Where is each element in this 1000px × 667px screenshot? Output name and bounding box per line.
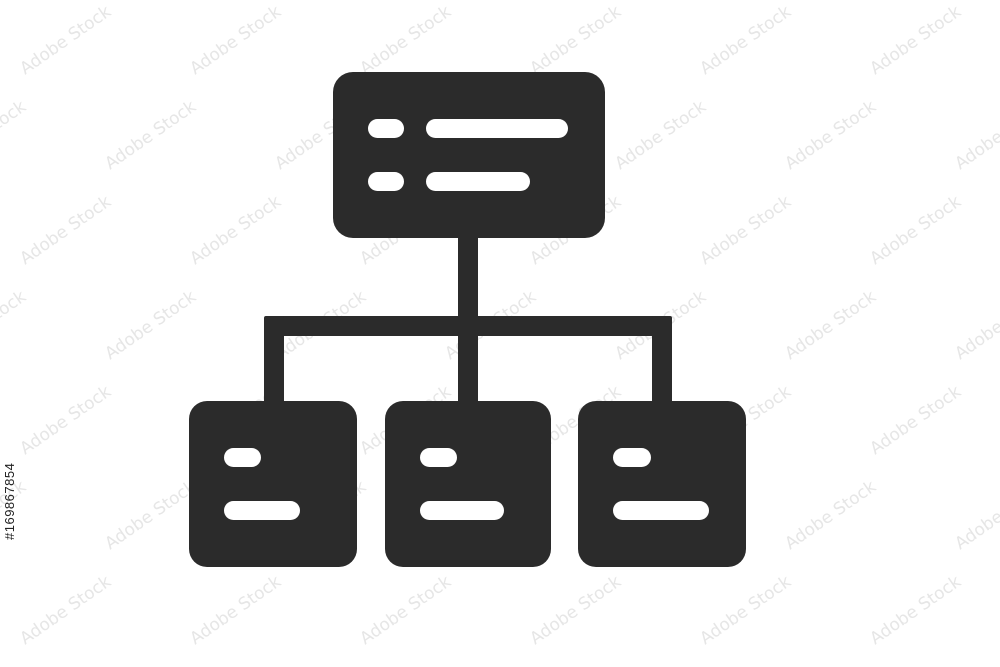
watermark-text: Adobe Stock bbox=[526, 572, 625, 649]
watermark-text: Adobe Stock bbox=[696, 2, 795, 79]
watermark-text: Adobe Stock bbox=[866, 382, 965, 459]
watermark-text: Adobe Stock bbox=[951, 287, 1000, 364]
watermark-text: Adobe Stock bbox=[951, 477, 1000, 554]
watermark-text: Adobe Stock bbox=[0, 287, 30, 364]
watermark-text: Adobe Stock bbox=[16, 572, 115, 649]
watermark-text: Adobe Stock bbox=[781, 287, 880, 364]
watermark-text: Adobe Stock bbox=[186, 192, 285, 269]
watermark-text: Adobe Stock bbox=[866, 192, 965, 269]
watermark-text: Adobe Stock bbox=[101, 477, 200, 554]
watermark-text: Adobe Stock bbox=[101, 97, 200, 174]
child-node-left-line bbox=[224, 501, 300, 520]
watermark-text: Adobe Stock bbox=[101, 287, 200, 364]
watermark-text: Adobe Stock bbox=[781, 97, 880, 174]
watermark-text: Adobe Stock bbox=[16, 192, 115, 269]
watermark-text: Adobe Stock bbox=[951, 97, 1000, 174]
top-node-dot-2 bbox=[368, 172, 404, 191]
top-node-line-1 bbox=[426, 119, 568, 138]
watermark-text: Adobe Stock bbox=[696, 192, 795, 269]
watermark-text: Adobe Stock bbox=[611, 97, 710, 174]
watermark-text: Adobe Stock bbox=[866, 572, 965, 649]
top-node-box bbox=[333, 72, 605, 238]
watermark-text: Adobe Stock bbox=[186, 2, 285, 79]
watermark-text: Adobe Stock bbox=[696, 572, 795, 649]
watermark-text: Adobe Stock bbox=[526, 2, 625, 79]
child-node-middle-dot bbox=[420, 448, 457, 467]
stock-id-label: #169867854 bbox=[2, 462, 17, 540]
child-node-right-box bbox=[578, 401, 746, 567]
watermark-text: Adobe Stock bbox=[356, 572, 455, 649]
child-node-left-box bbox=[189, 401, 357, 567]
top-node-dot-1 bbox=[368, 119, 404, 138]
watermark-text: Adobe Stock bbox=[16, 382, 115, 459]
watermark-text: Adobe Stock bbox=[356, 2, 455, 79]
top-node-line-2 bbox=[426, 172, 530, 191]
watermark-text: Adobe Stock bbox=[16, 2, 115, 79]
watermark-text: Adobe Stock bbox=[0, 97, 30, 174]
child-node-left-dot bbox=[224, 448, 261, 467]
child-node-middle-line bbox=[420, 501, 504, 520]
org-chart-shape bbox=[189, 72, 746, 567]
connector-right-drop bbox=[652, 316, 672, 404]
connector-horizontal bbox=[264, 316, 672, 336]
child-node-middle-box bbox=[385, 401, 551, 567]
connector-left-drop bbox=[264, 316, 284, 404]
child-node-right-dot bbox=[613, 448, 651, 467]
watermark-text: Adobe Stock bbox=[866, 2, 965, 79]
child-node-right-line bbox=[613, 501, 709, 520]
watermark-text: Adobe Stock bbox=[781, 477, 880, 554]
watermark-text: Adobe Stock bbox=[186, 572, 285, 649]
